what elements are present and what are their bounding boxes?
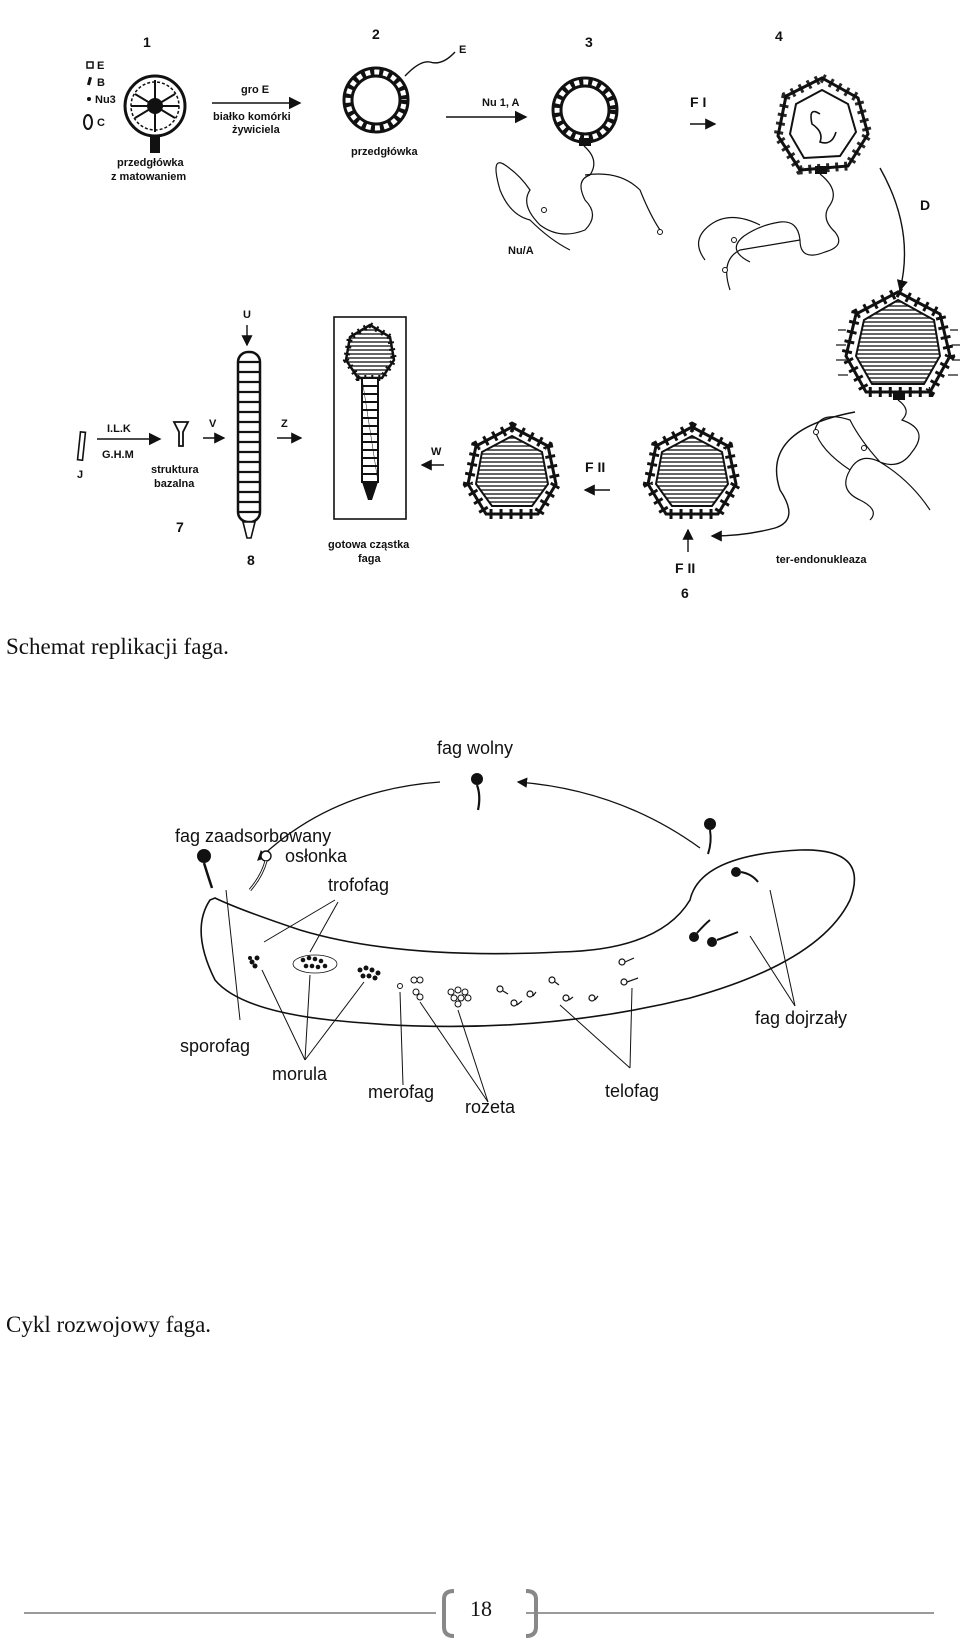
sporofag-label: sporofag [180, 1036, 250, 1056]
page-number: 18 [470, 1596, 492, 1621]
stage-number-8: 8 [247, 552, 255, 568]
d-arrow [879, 167, 908, 292]
stage2-e-label: E [459, 44, 466, 56]
fag-wolny-label: fag wolny [437, 738, 513, 758]
prehead-illustration [342, 51, 456, 134]
gotowa-line1: gotowa cząstka [328, 539, 410, 551]
stage-number-6: 6 [681, 585, 689, 601]
free-phage-icon [471, 773, 483, 785]
legend-nu3: Nu3 [95, 94, 116, 106]
stage-number-3: 3 [585, 34, 593, 50]
stage-number-4: 4 [775, 28, 783, 44]
arrow1-bottom-line1: białko komórki [213, 111, 291, 123]
u-label: U [243, 309, 251, 321]
stage1-label-line2: z matowaniem [111, 171, 186, 183]
footer-rule-left [24, 1612, 436, 1614]
stage-number-2: 2 [372, 26, 380, 42]
w-label: W [431, 446, 442, 458]
ghm-label: G.H.M [102, 449, 134, 461]
stage-number-7: 7 [176, 519, 184, 535]
oslonka-label: osłonka [285, 846, 348, 866]
caption-life-cycle: Cykl rozwojowy faga. [6, 1312, 212, 1337]
rozeta-label: rozeta [465, 1097, 516, 1117]
nu-a-label: Nu/A [508, 245, 534, 257]
sheath-icon [260, 850, 272, 862]
finished-phage-box [333, 316, 407, 520]
legend-c: C [97, 117, 105, 129]
adsorbed-phage-icon [197, 849, 211, 863]
replication-scheme-figure: 1 2 3 4 5 6 7 8 E B Nu3 C przedgłówka z … [76, 26, 960, 601]
life-cycle-figure: fag wolny fag zaadsorbowany osłonka trof… [175, 738, 856, 1117]
z-label: Z [281, 418, 288, 430]
struktura-line2: bazalna [154, 478, 195, 490]
fii-bottom-label: F II [675, 560, 695, 576]
host-cell-outline [200, 849, 856, 1028]
arrow1-bottom-line2: żywiciela [232, 124, 281, 136]
internal-stages [248, 818, 759, 1008]
arrow2-label: Nu 1, A [482, 97, 520, 109]
stage-number-1: 1 [143, 34, 151, 50]
fag-zaadsorbowany-label: fag zaadsorbowany [175, 826, 331, 846]
merofag-label: merofag [368, 1082, 434, 1102]
legend-b: B [97, 77, 105, 89]
telofag-label: telofag [605, 1081, 659, 1101]
dna-packaging-illustration [495, 76, 663, 251]
prehead-scaffold-illustration [123, 74, 187, 153]
fi-label: F I [690, 94, 706, 110]
legend: E B Nu3 C [83, 60, 116, 130]
trofofag-label: trofofag [328, 875, 389, 895]
caption-replication: Schemat replikacji faga. [6, 634, 229, 659]
v-label: V [209, 418, 217, 430]
ter-arrow [710, 411, 856, 542]
gotowa-line2: faga [358, 553, 382, 565]
tail-illustration: U [236, 309, 262, 539]
baseplate-illustration [76, 421, 190, 462]
stage1-label-line1: przedgłówka [117, 157, 185, 169]
stage2-label: przedgłówka [351, 146, 419, 158]
arc-arrow-left [257, 781, 441, 861]
j-label: J [77, 469, 83, 481]
fii-left-label: F II [585, 459, 605, 475]
mature-head-illustration-right [642, 421, 742, 519]
arrow1-top-label: gro E [241, 84, 269, 96]
leader-lines [225, 889, 796, 1103]
arc-arrow-right [516, 777, 701, 849]
morula-label: morula [272, 1064, 328, 1084]
capsid-expansion-illustration [698, 72, 873, 291]
ilk-label: I.L.K [107, 423, 131, 435]
legend-e: E [97, 60, 104, 72]
mature-head-illustration-middle [462, 421, 562, 519]
page-number-brackets [442, 1589, 538, 1638]
legend-dot-icon [87, 97, 91, 101]
fag-dojrzaly-label: fag dojrzały [755, 1008, 847, 1028]
legend-square-icon [86, 61, 94, 69]
ter-endonukleaza-label: ter-endonukleaza [776, 554, 867, 566]
footer-rule-right [526, 1612, 934, 1614]
d-label-1: D [920, 197, 930, 213]
struktura-line1: struktura [151, 464, 200, 476]
legend-capsule-icon [83, 114, 93, 130]
filled-capsid-illustration [813, 286, 960, 521]
legend-bar-icon [86, 76, 92, 86]
